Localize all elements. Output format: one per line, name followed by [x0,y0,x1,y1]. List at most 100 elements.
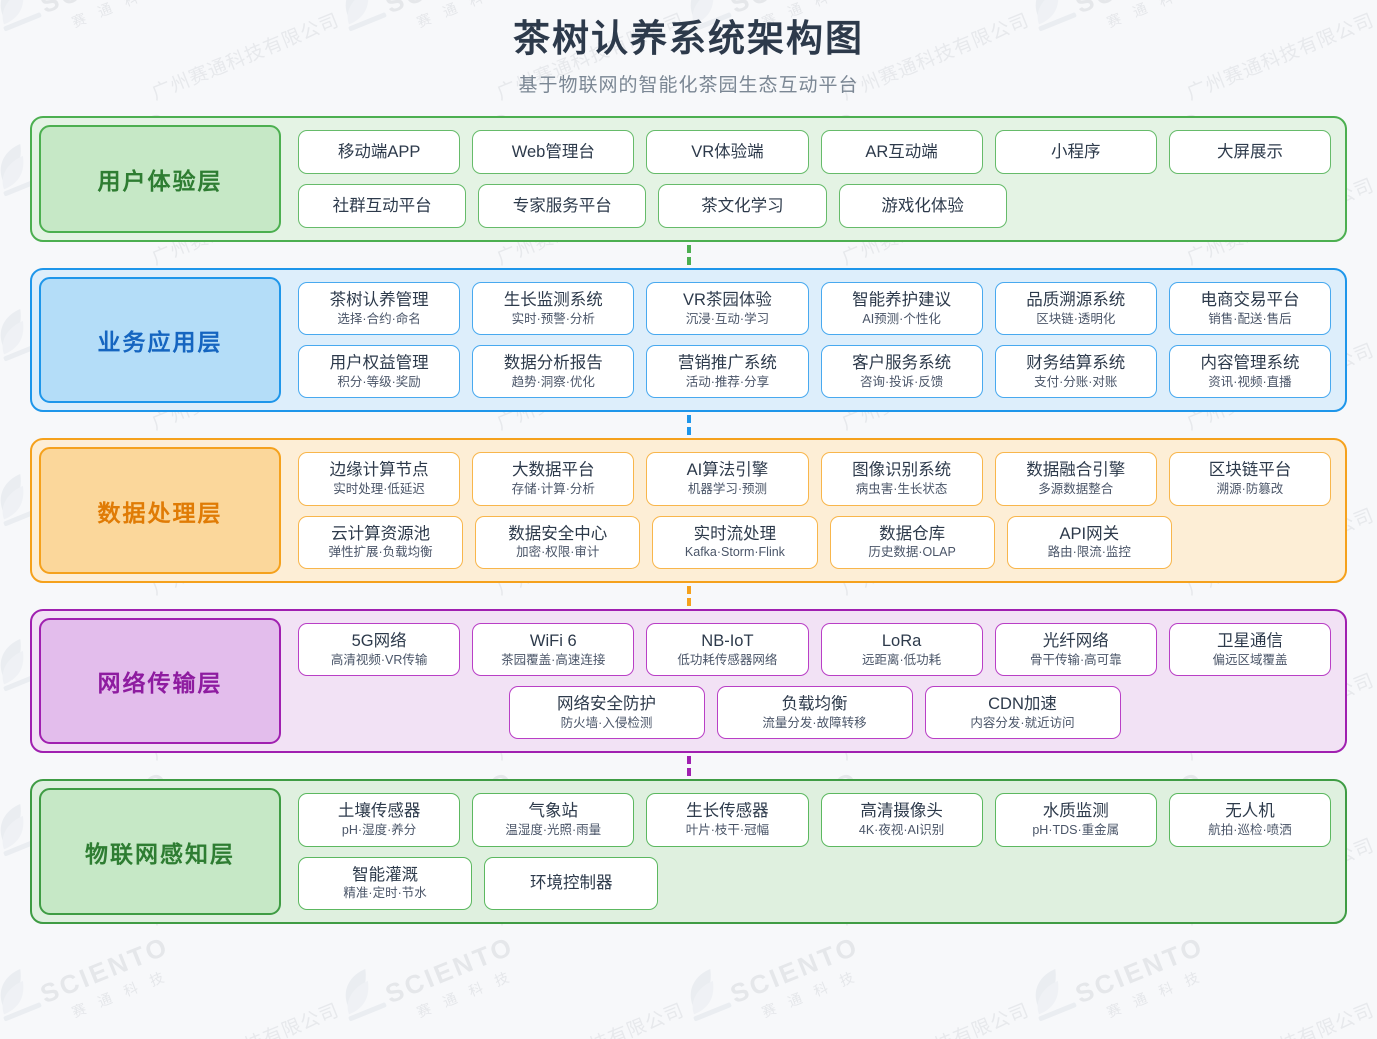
node-小程序[interactable]: 小程序 [994,129,1157,174]
node-数据仓库[interactable]: 数据仓库历史数据·OLAP [829,515,995,569]
node-营销推广系统[interactable]: 营销推广系统活动·推荐·分享 [646,345,809,399]
node-生长监测系统[interactable]: 生长监测系统实时·预警·分析 [472,281,635,336]
node-title: 财务结算系统 [1026,354,1126,373]
node-title: 智能灌溉 [352,865,419,884]
node-subtitle: 骨干传输·高可靠 [1029,652,1122,667]
watermark-brand-sub: 赛 通 科 技 [69,967,171,1021]
row-spacer [1007,857,1163,910]
node-title: 社群互动平台 [332,196,432,215]
node-图像识别系统[interactable]: 图像识别系统病虫害·生长状态 [820,452,983,506]
node-气象站[interactable]: 气象站温湿度·光照·雨量 [472,793,635,847]
node-WiFi 6[interactable]: WiFi 6茶园覆盖·高速连接 [472,622,635,677]
node-subtitle: 溯源·防篡改 [1216,482,1284,497]
node-无人机[interactable]: 无人机航拍·巡检·喷洒 [1168,793,1332,847]
node-title: Web管理台 [511,142,595,161]
node-subtitle: 选择·合约·命名 [337,311,421,326]
node-subtitle: 高清视频·VR传输 [330,652,428,667]
watermark-corp: 广州赛通科技有限公司 [1182,996,1377,1039]
node-社群互动平台[interactable]: 社群互动平台 [298,183,467,228]
node-title: 营销推广系统 [677,354,777,373]
node-title: WiFi 6 [529,631,577,650]
node-title: 电商交易平台 [1200,290,1300,309]
node-row: 智能灌溉精准·定时·节水环境控制器 [298,856,1331,910]
node-subtitle: pH·TDS·重金属 [1032,823,1120,838]
node-AI算法引擎[interactable]: AI算法引擎机器学习·预测 [646,452,809,506]
node-网络安全防护[interactable]: 网络安全防护防火墙·入侵检测 [508,686,705,740]
watermark-brand-text: SCIENTO [381,930,519,1010]
node-区块链平台[interactable]: 区块链平台溯源·防篡改 [1168,452,1332,506]
node-subtitle: 咨询·投诉·反馈 [859,374,944,389]
row-spacer [839,857,995,910]
node-CDN加速[interactable]: CDN加速内容分发·就近访问 [924,686,1121,740]
layer-label-business-application-layer[interactable]: 业务应用层 [39,276,281,404]
node-title: 卫星通信 [1216,631,1283,650]
leaf-logo-icon [345,969,387,1022]
node-负载均衡[interactable]: 负载均衡流量分发·故障转移 [716,686,913,740]
node-Web管理台[interactable]: Web管理台 [472,129,635,174]
node-数据分析报告[interactable]: 数据分析报告趋势·洞察·优化 [472,345,635,399]
node-title: 高清摄像头 [860,802,943,821]
node-品质溯源系统[interactable]: 品质溯源系统区块链·透明化 [994,281,1157,336]
node-subtitle: 实时处理·低延迟 [333,482,425,497]
connector-line [686,756,691,777]
node-subtitle: 机器学习·预测 [687,482,768,497]
layer-label-data-processing-layer[interactable]: 数据处理层 [39,447,281,574]
node-茶树认养管理[interactable]: 茶树认养管理选择·合约·命名 [298,281,461,336]
node-title: LoRa [881,631,922,650]
node-大屏展示[interactable]: 大屏展示 [1168,129,1332,174]
node-title: VR茶园体验 [682,290,772,309]
node-专家服务平台[interactable]: 专家服务平台 [478,183,647,228]
node-云计算资源池[interactable]: 云计算资源池弹性扩展·负载均衡 [298,515,464,569]
node-VR体验端[interactable]: VR体验端 [646,129,809,174]
node-财务结算系统[interactable]: 财务结算系统支付·分账·对账 [994,345,1157,399]
watermark-brand-sub: 赛 通 科 技 [414,967,516,1021]
node-游戏化体验[interactable]: 游戏化体验 [838,183,1007,228]
node-移动端APP[interactable]: 移动端APP [298,129,461,174]
node-茶文化学习[interactable]: 茶文化学习 [658,183,827,228]
node-title: 大数据平台 [512,461,595,480]
layer-label-iot-perception-layer[interactable]: 物联网感知层 [39,788,281,915]
node-数据安全中心[interactable]: 数据安全中心加密·权限·审计 [475,515,641,569]
node-生长传感器[interactable]: 生长传感器叶片·枝干·冠幅 [646,793,809,847]
node-电商交易平台[interactable]: 电商交易平台销售·配送·售后 [1168,281,1332,336]
node-智能灌溉[interactable]: 智能灌溉精准·定时·节水 [298,856,473,910]
layer-label-network-transmission-layer[interactable]: 网络传输层 [39,617,281,745]
layer-connector [30,242,1347,268]
node-卫星通信[interactable]: 卫星通信偏远区域覆盖 [1168,622,1332,677]
node-AR互动端[interactable]: AR互动端 [820,129,983,174]
node-API网关[interactable]: API网关路由·限流·监控 [1006,515,1172,569]
node-用户权益管理[interactable]: 用户权益管理积分·等级·奖励 [298,345,461,399]
node-title: 数据安全中心 [508,524,608,543]
node-5G网络[interactable]: 5G网络高清视频·VR传输 [298,622,461,677]
node-边缘计算节点[interactable]: 边缘计算节点实时处理·低延迟 [298,452,461,506]
layer-connector [30,753,1347,779]
node-内容管理系统[interactable]: 内容管理系统资讯·视频·直播 [1168,345,1332,399]
layer-label-user-experience-layer[interactable]: 用户体验层 [39,124,281,233]
node-环境控制器[interactable]: 环境控制器 [484,856,659,910]
node-大数据平台[interactable]: 大数据平台存储·计算·分析 [472,452,635,506]
node-title: 5G网络 [351,631,407,650]
node-title: 光纤网络 [1042,631,1109,650]
node-数据融合引擎[interactable]: 数据融合引擎多源数据整合 [994,452,1157,506]
node-subtitle: 积分·等级·奖励 [337,374,421,389]
node-title: 小程序 [1051,142,1101,161]
node-VR茶园体验[interactable]: VR茶园体验沉浸·互动·学习 [646,281,809,336]
node-客户服务系统[interactable]: 客户服务系统咨询·投诉·反馈 [820,345,983,399]
node-光纤网络[interactable]: 光纤网络骨干传输·高可靠 [994,622,1157,677]
node-subtitle: 趋势·洞察·优化 [511,374,595,389]
